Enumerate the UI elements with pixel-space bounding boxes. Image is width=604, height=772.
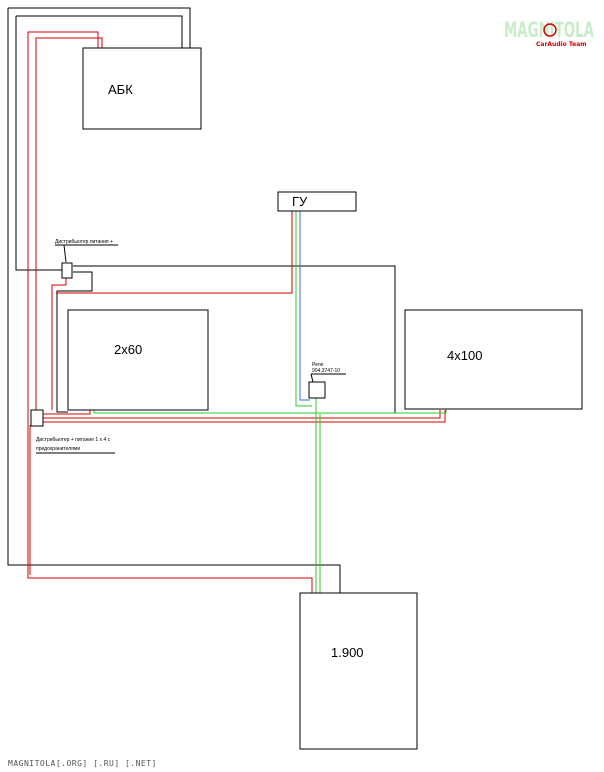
gu-label: ГУ — [292, 194, 308, 209]
magnitola-logo: MAGNITOLA CarAudio Team — [504, 18, 594, 48]
amp-2x60-box — [67, 309, 209, 411]
remote-wires — [93, 211, 447, 593]
gu-box — [277, 191, 357, 212]
bottom-distributor-label-line1: Дистрибьютер + питание 1 x 4 с — [36, 437, 111, 443]
top-distributor — [61, 262, 73, 279]
abk-box — [82, 47, 202, 130]
logo-o-icon — [543, 23, 557, 37]
signal-wires — [299, 211, 310, 401]
ground-wires — [7, 7, 406, 593]
amp-1900-label: 1.900 — [331, 645, 364, 660]
relay-label-line1: Реле — [312, 362, 324, 368]
amp-2x60-label: 2x60 — [114, 342, 142, 357]
relay-label-line2: 904.3747-10 — [312, 368, 340, 374]
top-distributor-label: Дистрибьютер питания + — [55, 239, 113, 245]
logo-sub: CarAudio Team — [536, 41, 587, 48]
relay — [308, 381, 326, 399]
amp-1900-box — [299, 592, 418, 750]
logo-main: MAGNITOLA — [504, 18, 594, 42]
power-wires — [27, 31, 446, 593]
amp-4x100-label: 4x100 — [447, 348, 482, 363]
bottom-distributor-label-line2: предохранителями — [36, 446, 80, 452]
bottom-distributor — [30, 409, 44, 427]
abk-label: АБК — [108, 82, 133, 97]
amp-4x100-box — [404, 309, 583, 410]
footer-domains: MAGNITOLA[.ORG] [.RU] [.NET] — [8, 759, 157, 768]
